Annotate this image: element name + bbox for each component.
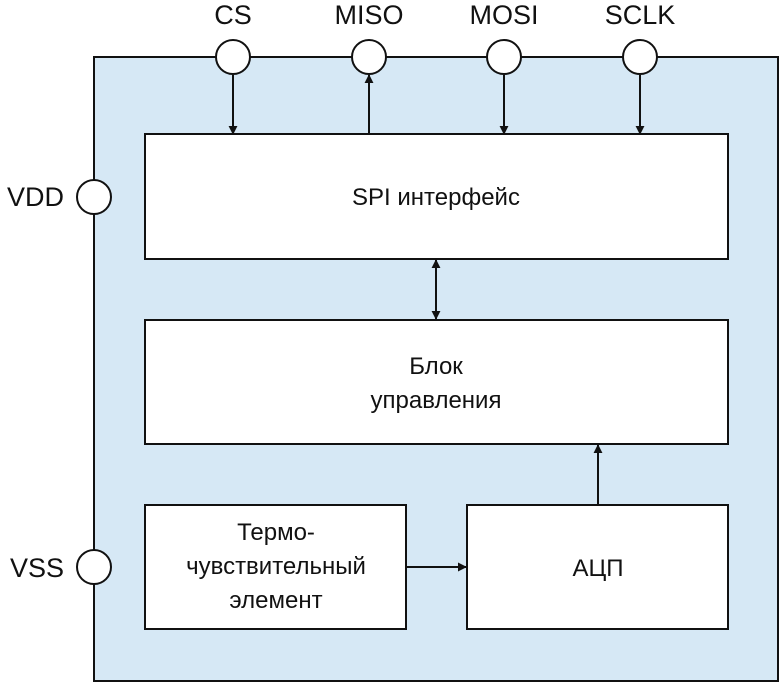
pin-label-miso: MISO bbox=[334, 0, 403, 30]
pin-mosi bbox=[486, 39, 522, 75]
pin-label-sclk: SCLK bbox=[605, 0, 676, 30]
pin-label-vdd: VDD bbox=[7, 182, 64, 212]
control-block bbox=[144, 319, 729, 445]
adc-block bbox=[466, 504, 729, 630]
pin-label-vss: VSS bbox=[10, 553, 64, 583]
sensor-block bbox=[144, 504, 407, 630]
pin-label-mosi: MOSI bbox=[469, 0, 538, 30]
control-label-line2: управления bbox=[371, 387, 502, 414]
pin-sclk bbox=[622, 39, 658, 75]
control-label-line1: Блок bbox=[409, 353, 463, 380]
sensor-label-line3: элемент bbox=[229, 587, 322, 614]
pin-vdd bbox=[76, 179, 112, 215]
spi-interface-block bbox=[144, 133, 729, 260]
adc-label: АЦП bbox=[572, 555, 623, 582]
pin-vss bbox=[76, 549, 112, 585]
spi-interface-label: SPI интерфейс bbox=[352, 184, 520, 211]
sensor-label-line2: чувствительный bbox=[186, 553, 366, 580]
pin-cs bbox=[215, 39, 251, 75]
pin-miso bbox=[351, 39, 387, 75]
pin-label-cs: CS bbox=[214, 0, 252, 30]
sensor-label-line1: Термо- bbox=[237, 519, 315, 546]
